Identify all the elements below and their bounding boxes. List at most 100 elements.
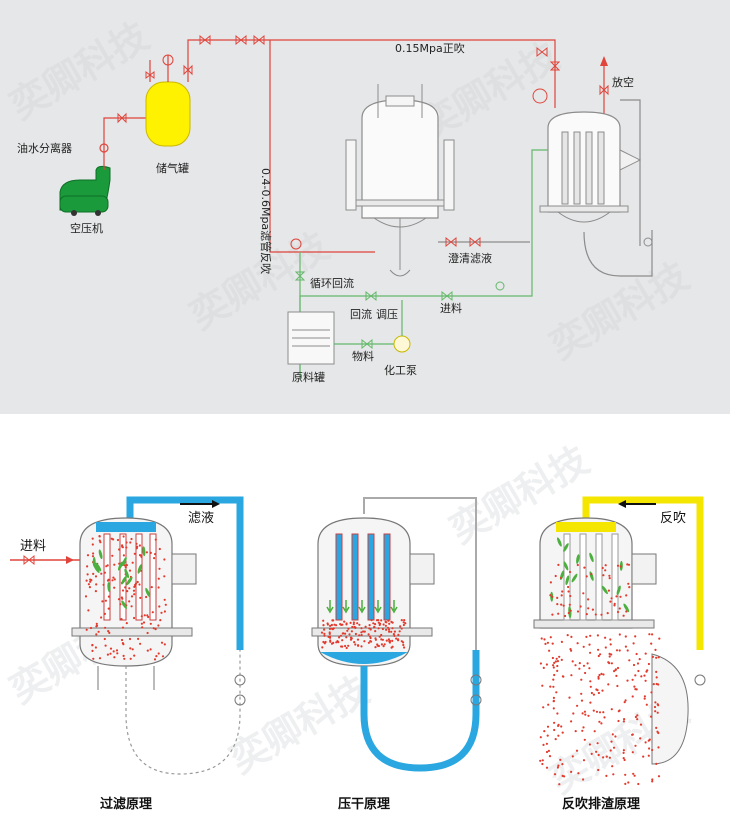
particle <box>578 662 581 665</box>
principle-svg: 奕卿科技 奕卿科技 奕卿科技 奕卿科技 滤液 进料 过滤原理 <box>3 438 706 812</box>
caption-backwash: 反吹排渣原理 <box>562 796 640 812</box>
particle <box>98 657 102 660</box>
particle <box>650 691 653 694</box>
particle <box>385 628 388 631</box>
particle <box>579 605 582 608</box>
particle <box>163 558 166 561</box>
particle <box>539 662 543 665</box>
particle <box>636 662 640 665</box>
particle <box>360 645 363 648</box>
pressure-gauge-icon <box>532 88 548 104</box>
particle <box>390 620 393 623</box>
particle <box>377 644 380 648</box>
particle <box>567 611 570 615</box>
pipe-right-bottom <box>583 230 653 277</box>
particle <box>624 773 627 776</box>
debris-leaf <box>565 575 570 586</box>
return-flow-label: 回流 <box>350 307 372 321</box>
particle <box>382 645 385 648</box>
particle <box>623 701 626 704</box>
particle <box>326 622 329 625</box>
particle <box>582 759 586 762</box>
particle <box>628 586 631 589</box>
pipe-forward-blow <box>270 39 556 108</box>
particle <box>559 576 563 579</box>
particle <box>542 666 545 669</box>
particle <box>643 674 646 677</box>
particle <box>609 600 612 603</box>
particle <box>582 726 585 729</box>
particle <box>602 673 605 676</box>
particle <box>344 644 347 648</box>
particle <box>92 552 95 555</box>
particle <box>354 626 357 629</box>
particle <box>400 627 403 630</box>
particle <box>113 563 116 566</box>
particle <box>576 610 580 613</box>
particle <box>540 637 543 640</box>
particle <box>577 772 580 775</box>
particle <box>552 696 556 699</box>
particle <box>543 638 546 641</box>
particle <box>609 749 612 752</box>
particle <box>332 641 335 644</box>
particle <box>588 743 592 746</box>
debris-leaf <box>124 568 130 579</box>
particle <box>557 764 560 767</box>
particle <box>374 623 377 626</box>
particle <box>341 632 344 635</box>
particle <box>600 722 603 725</box>
arrow-left-icon <box>618 500 626 508</box>
particle <box>634 635 637 638</box>
particle <box>582 664 586 667</box>
debris-leaf <box>92 557 96 567</box>
particle <box>570 635 573 638</box>
particle <box>368 624 371 627</box>
particle <box>159 619 162 622</box>
arrow-right-icon <box>212 500 220 508</box>
particle <box>131 648 134 651</box>
particle <box>322 624 325 627</box>
particle <box>600 613 603 616</box>
particle <box>633 774 636 777</box>
particle <box>94 575 98 578</box>
particle <box>632 663 636 667</box>
particle <box>382 623 385 626</box>
particle <box>402 623 405 627</box>
particle <box>628 659 631 662</box>
drain-pipe <box>125 650 241 775</box>
material-label: 物料 <box>352 349 374 363</box>
particle <box>120 638 124 642</box>
particle <box>103 571 106 574</box>
particle <box>569 594 572 598</box>
particle <box>631 678 634 681</box>
arrow-down-icon <box>374 600 382 614</box>
particle <box>557 563 560 566</box>
particle <box>658 637 661 640</box>
particle <box>554 738 557 741</box>
particle <box>546 725 550 728</box>
particle <box>596 742 599 745</box>
particle <box>556 660 560 663</box>
particle <box>545 766 549 769</box>
particle <box>112 650 115 653</box>
particle <box>616 610 620 614</box>
particle <box>558 655 561 658</box>
particle <box>586 662 589 665</box>
particle <box>608 574 611 577</box>
pipe-right-side <box>620 99 641 246</box>
particle <box>163 643 166 646</box>
particle <box>638 658 641 661</box>
particle <box>320 631 324 634</box>
particle <box>149 622 152 625</box>
particle <box>648 633 651 636</box>
particle <box>352 623 355 626</box>
particle <box>553 673 556 677</box>
particle <box>593 730 596 733</box>
particle <box>604 646 607 649</box>
particle <box>158 567 161 570</box>
particle <box>332 627 335 630</box>
particle <box>145 551 148 554</box>
particle <box>576 704 579 707</box>
particle <box>123 657 126 660</box>
